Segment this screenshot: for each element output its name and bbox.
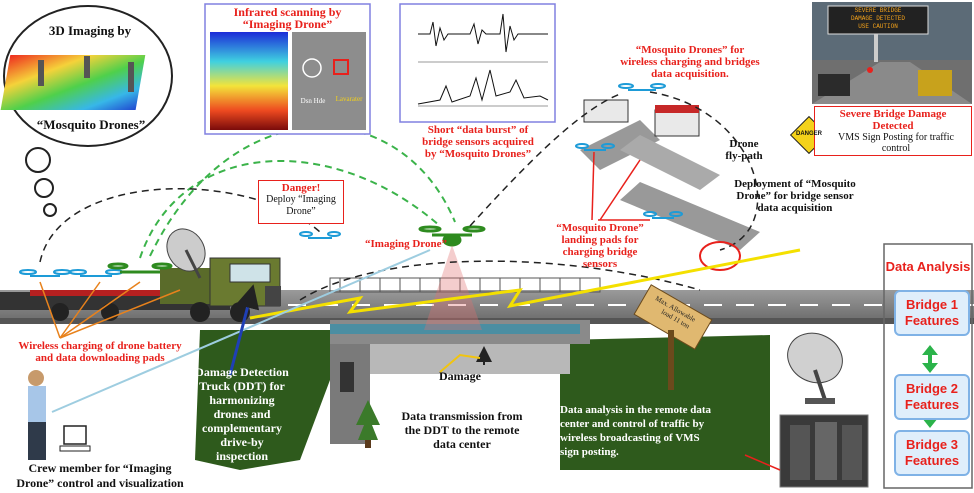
ddt-3: harmonizing (209, 393, 275, 407)
sensor-caption-3: by “Mosquito Drones” (424, 148, 532, 160)
transmission-3: data center (433, 437, 491, 451)
deployment-1: Deployment of “Mosquito (734, 178, 856, 190)
deployment-circle (699, 241, 741, 271)
car-left (818, 74, 850, 96)
vms-sign-board (827, 5, 929, 35)
ddt-7: inspection (215, 449, 268, 463)
landing-pads-1: “Mosquito Drone” (556, 222, 644, 234)
grass-right (560, 335, 770, 470)
imaging-drone-air (418, 225, 486, 247)
imaging-drone-label: “Imaging Drone” (365, 238, 447, 250)
danger-box-1: Deploy “Imaging (266, 194, 336, 205)
landing-pads-4: sensors (582, 258, 618, 270)
black-flight-path-right (649, 91, 759, 251)
vms-sign-1: SEVERE BRIDGE (854, 7, 902, 14)
burst-signal (418, 13, 548, 53)
mosquito-drone-pad-2 (643, 211, 683, 219)
remote-dish (787, 332, 843, 384)
vms-sign-3: USE CAUTION (858, 23, 898, 30)
ddt-1: Damage Detection (195, 365, 289, 379)
wireless-charging-2: and data downloading pads (35, 352, 165, 364)
vms-sign-2: DAMAGE DETECTED (850, 15, 905, 22)
danger-box-2: Drone” (286, 206, 316, 217)
mosquito-drone-truck-2 (69, 269, 123, 277)
remote-4: sign posting. (560, 446, 619, 458)
computer-icon (59, 425, 91, 452)
bubble-subtitle: “Mosquito Drones” (36, 117, 146, 132)
vms-alert-box (814, 106, 972, 156)
wireless-charging-1: Wireless charging of drone battery (18, 340, 182, 352)
mosquito-top-2: wireless charging and bridges (620, 56, 760, 68)
analysis-panel (883, 243, 973, 489)
imaging-cone (424, 245, 482, 330)
visual-image (292, 32, 366, 130)
vms-alert-title-1: Severe Bridge Damage (839, 108, 947, 120)
terrain-map (0, 55, 146, 110)
mosquito-top-3: data acquisition. (651, 68, 729, 80)
deployment-2: Drone” for bridge sensor (736, 190, 854, 202)
crew-2: Drone” control and visualization (16, 476, 184, 490)
crew-1: Crew member for “Imaging (28, 461, 172, 475)
damage-label: Damage (439, 369, 481, 383)
vms-alert-body-2: control (881, 143, 911, 154)
danger-badge-text: DANGER (795, 131, 822, 137)
infrared-title-2: “Imaging Drone” (242, 17, 333, 31)
tree (356, 400, 380, 440)
infrared-label-b: Lavarater (335, 95, 363, 103)
sensor-caption-1: Short “data burst” of (427, 124, 529, 136)
landing-pads-2: landing pads for (561, 234, 639, 246)
green-flight-path (139, 160, 441, 259)
bridge-1-features[interactable]: Bridge 1 Features (894, 290, 970, 336)
bridge-sensor-strip (330, 324, 580, 334)
landing-pads-3: charging bridge (562, 246, 638, 258)
sensor-box-1 (583, 99, 629, 123)
transmission-bolt (249, 248, 801, 320)
danger-box-title: Danger! (281, 182, 321, 194)
bridge-railing (329, 277, 601, 293)
load-sign (633, 284, 713, 350)
fly-path-1: Drone (729, 138, 759, 150)
mosquito-top-1: “Mosquito Drones” for (635, 44, 745, 56)
mosquito-drone-pad-1 (575, 143, 615, 151)
mosquito-drone-danger (299, 231, 341, 239)
fly-path-2: fly-path (725, 150, 763, 162)
grass-left (195, 330, 330, 470)
vms-alert-title-2: Detected (872, 120, 914, 132)
sensor-box-2 (654, 109, 700, 137)
bridge-3-features[interactable]: Bridge 3 Features (894, 430, 970, 476)
sensor-plot-panel (399, 3, 556, 123)
mosquito-drone-top (618, 83, 666, 91)
transmission-2: the DDT to the remote (404, 423, 520, 437)
analysis-title: Data Analysis (885, 259, 971, 274)
bridge-2-features[interactable]: Bridge 2 Features (894, 374, 970, 420)
sensor-caption-2: bridge sensors acquired (422, 136, 534, 148)
infrared-title-1: Infrared scanning by (233, 5, 342, 19)
ddt-5: complementary (202, 421, 282, 435)
remote-2: center and control of traffic by (560, 418, 705, 430)
bubble-title: 3D Imaging by (48, 23, 132, 38)
crew-member (28, 370, 46, 460)
remote-3: wireless broadcasting of VMS (560, 432, 700, 444)
imaging-drone-truck (107, 262, 173, 274)
deployment-3: data acquisition (757, 202, 833, 214)
vms-alert-body-1: VMS Sign Posting for traffic (838, 132, 954, 143)
car-right (918, 70, 952, 96)
infrared-label-a: Dsn Hde (300, 97, 326, 105)
danger-box (258, 180, 344, 224)
ddt-2: Truck (DDT) for (199, 379, 285, 393)
transmission-1: Data transmission from (401, 409, 523, 423)
blue-arrow (228, 284, 260, 376)
mosquito-drone-truck-1 (19, 269, 71, 277)
spectrum-signal (417, 69, 549, 105)
ddt-4: drones and (213, 407, 271, 421)
infrared-image (210, 32, 288, 130)
ddt-6: drive-by (220, 435, 264, 449)
remote-1: Data analysis in the remote data (560, 404, 712, 416)
ddt-truck (0, 257, 281, 322)
